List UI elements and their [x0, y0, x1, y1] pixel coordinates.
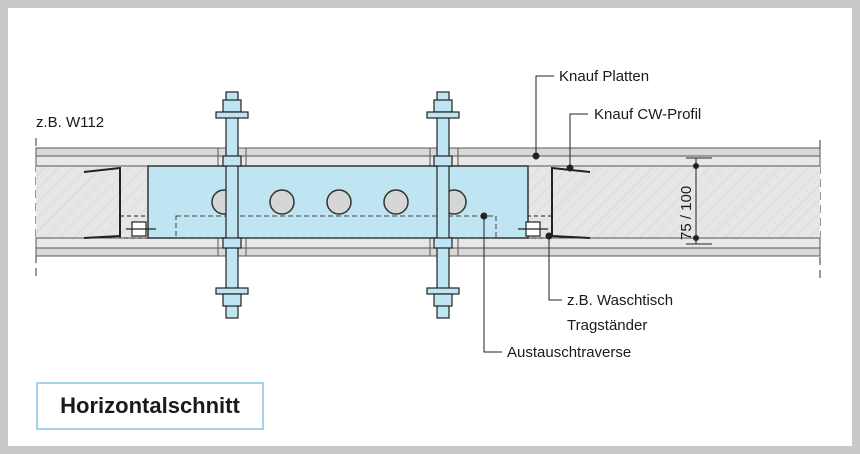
- side-bolt-left: [126, 221, 156, 237]
- label-tragstaender-1: z.B. Waschtisch: [567, 292, 673, 309]
- leader-traverse: [480, 212, 502, 353]
- label-traverse: Austauschtraverse: [507, 344, 631, 361]
- side-bolt-right: [518, 221, 548, 237]
- label-cw-profil: Knauf CW-Profil: [594, 106, 701, 123]
- label-tragstaender-2: Tragständer: [567, 317, 647, 334]
- board-layers-top: [35, 147, 821, 167]
- bolt-left: [215, 91, 249, 319]
- label-wall-type: z.B. W112: [36, 114, 104, 131]
- title-box: Horizontalschnitt: [36, 382, 264, 430]
- bolt-right: [426, 91, 460, 319]
- label-knauf-platten: Knauf Platten: [559, 68, 649, 85]
- drawing-title: Horizontalschnitt: [60, 393, 240, 418]
- dimension-line: [686, 157, 712, 245]
- dimension-label: 75 / 100: [678, 186, 695, 240]
- board-joints: [217, 148, 459, 256]
- leader-knauf-platten: [532, 75, 554, 160]
- leader-tragstaender: [545, 232, 562, 301]
- board-layers-bottom: [35, 237, 821, 257]
- leader-cw-profil: [566, 113, 588, 172]
